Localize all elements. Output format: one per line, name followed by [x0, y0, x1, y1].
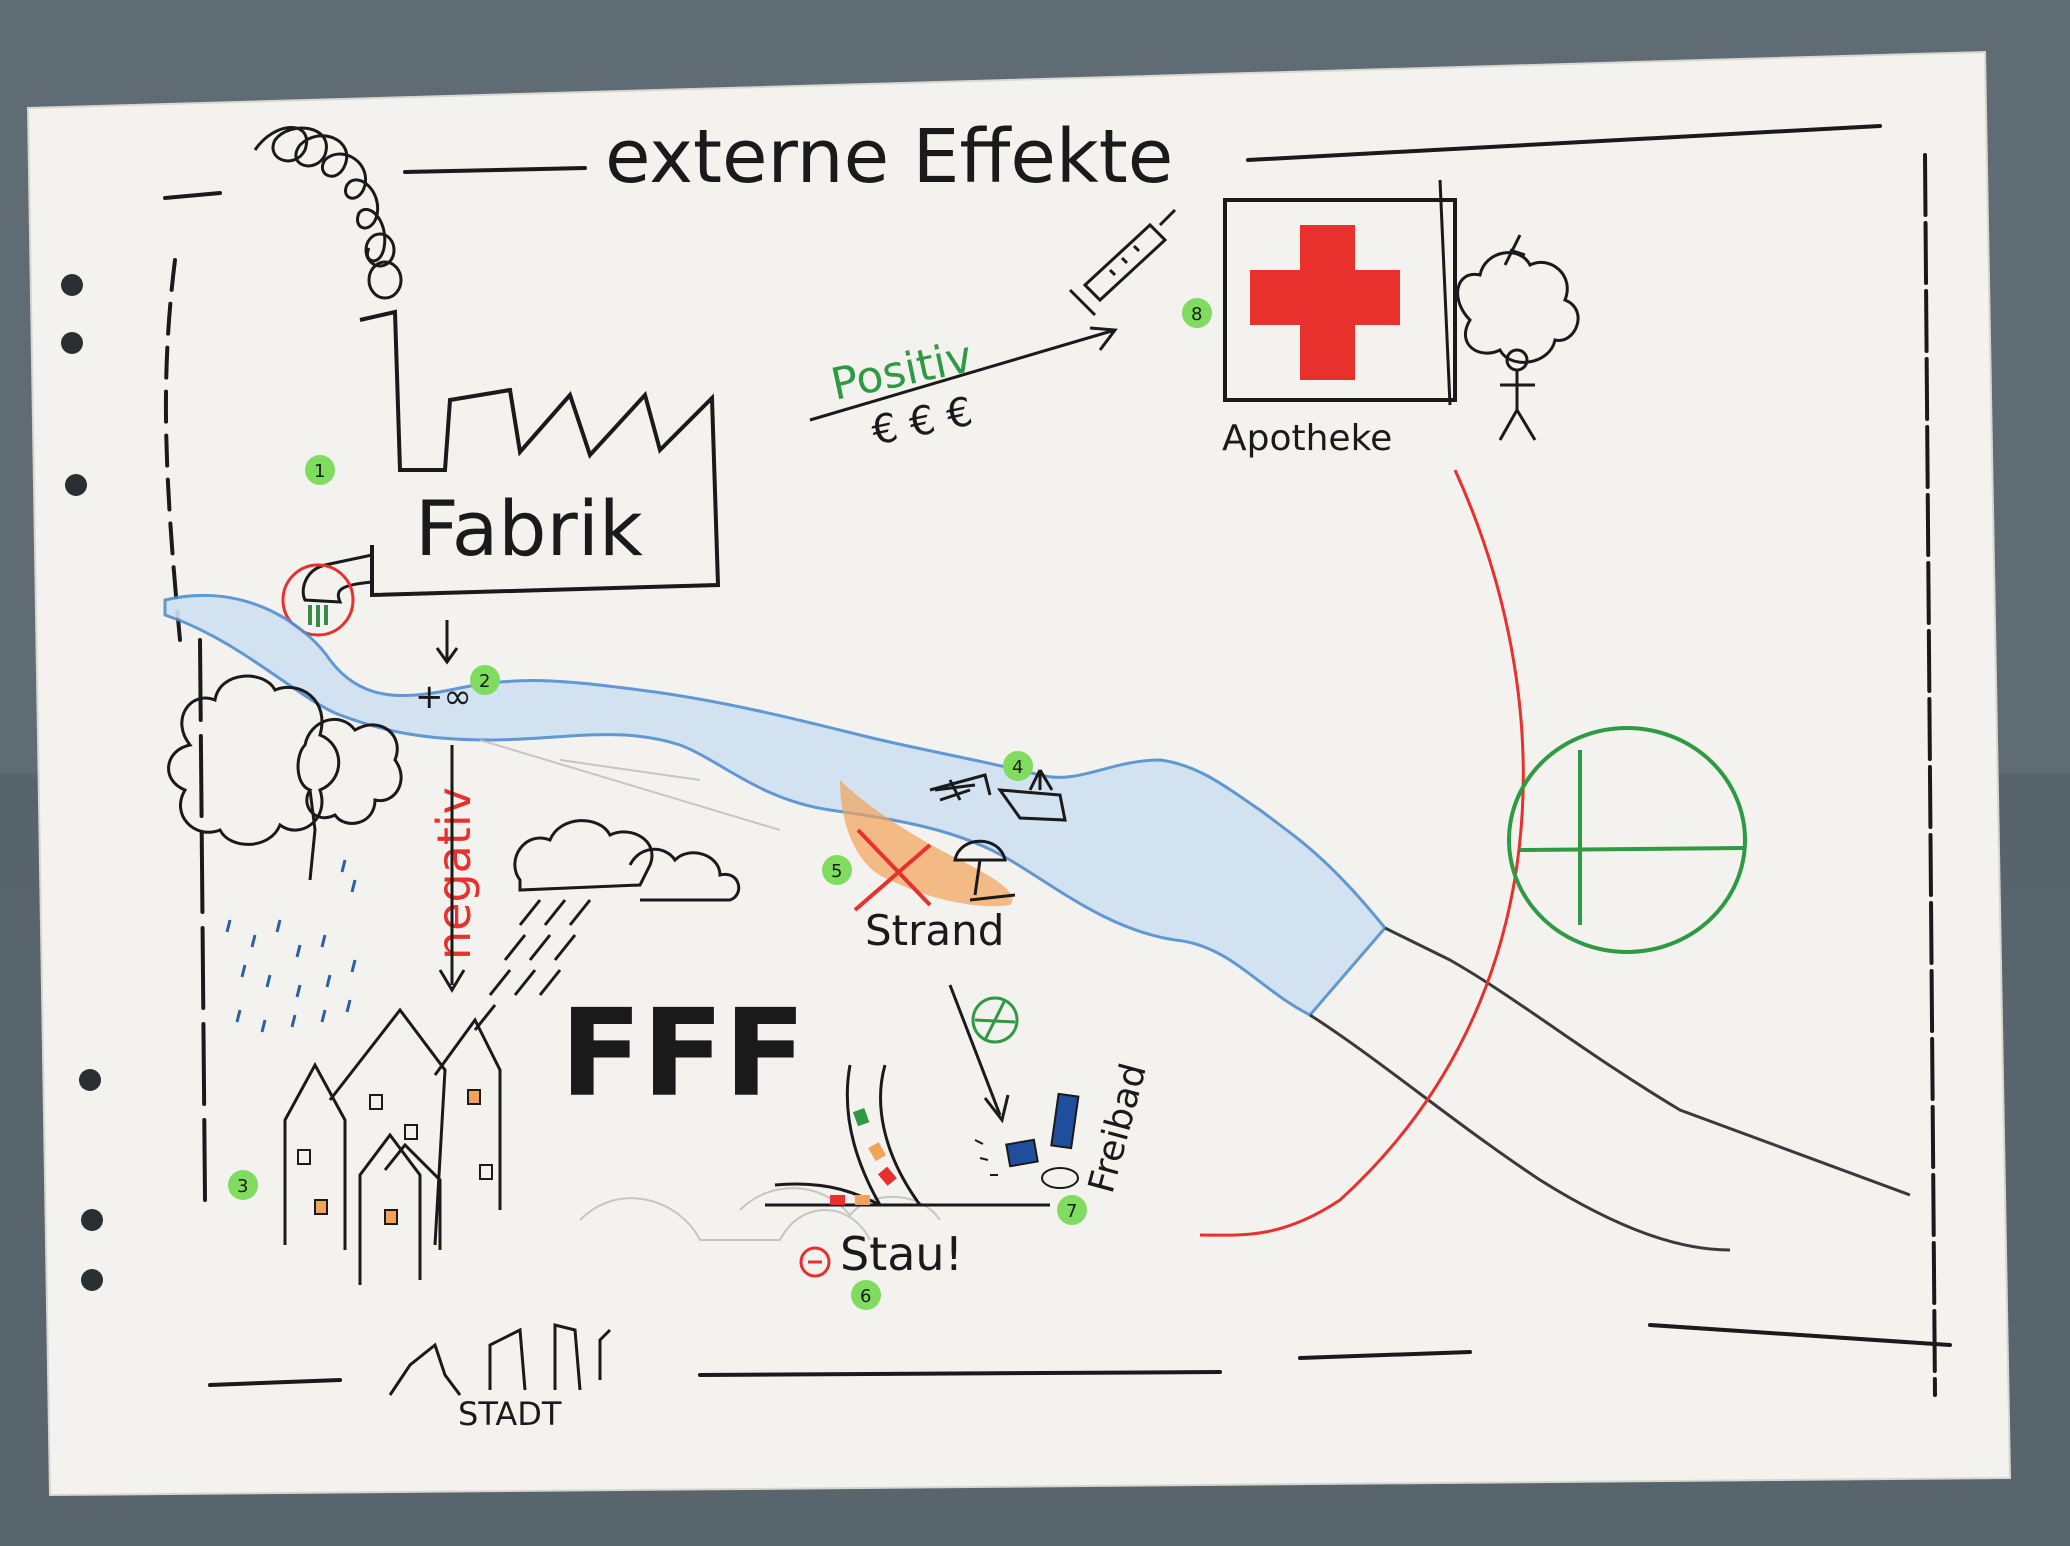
person-icon [1456, 234, 1580, 441]
rain-drops [225, 859, 357, 1033]
rain-lines [473, 899, 592, 1031]
marker-6: 6 [851, 1280, 881, 1310]
title: externe Effekte [605, 114, 1173, 200]
punch-hole [61, 332, 83, 354]
beach-area [840, 780, 1013, 907]
frame-lines [163, 124, 1952, 1397]
umbrella-icon [953, 839, 1016, 902]
punch-hole [65, 474, 87, 496]
boat-icon [929, 769, 1067, 822]
pollution-circle-icon [281, 563, 355, 637]
jam-label: Stau! [840, 1227, 963, 1281]
smoke-scribble [253, 126, 403, 300]
number-markers: 1 2 3 4 5 6 7 8 [228, 298, 1212, 1310]
marker-2: 2 [470, 665, 500, 695]
houses-icon [283, 1007, 502, 1285]
minus-circle-icon [799, 1246, 831, 1278]
factory-label: Fabrik [415, 484, 643, 573]
pharmacy-line [1438, 179, 1452, 406]
svg-text:1: 1 [314, 461, 325, 482]
svg-text:6: 6 [860, 1286, 871, 1307]
infinity-label: +∞ [415, 677, 472, 717]
fff-letters: FFF [560, 985, 806, 1124]
beach-label: Strand [865, 906, 1004, 955]
marker-8: 8 [1182, 298, 1212, 328]
svg-text:2: 2 [479, 671, 490, 692]
marker-3: 3 [228, 1170, 258, 1200]
punch-holes [61, 274, 103, 1291]
river-outline-upper [1384, 926, 1911, 1197]
marker-5: 5 [822, 855, 852, 885]
pharmacy-label: Apotheke [1222, 418, 1392, 459]
river [163, 594, 1387, 1017]
marker-7: 7 [1057, 1195, 1087, 1225]
syringe-icon [1068, 208, 1177, 317]
drain-pipe [281, 553, 373, 637]
svg-text:8: 8 [1191, 304, 1202, 325]
house-windows-empty [297, 1094, 493, 1180]
river-outline-lower [1309, 1013, 1731, 1252]
road-icon [765, 1064, 1050, 1207]
tree-icon [167, 674, 403, 881]
negative-label: negativ [427, 787, 481, 960]
svg-text:7: 7 [1066, 1201, 1077, 1222]
svg-text:4: 4 [1012, 757, 1023, 778]
negative-arrow-icon [438, 745, 466, 993]
cross-out-icon [853, 828, 932, 912]
factory-building [359, 309, 721, 598]
house-windows [314, 1089, 481, 1225]
punch-hole [81, 1209, 103, 1231]
pool-arrow-icon [948, 984, 1010, 1124]
city-skyline-icon [388, 1323, 612, 1396]
down-arrow-icon [435, 620, 459, 665]
svg-text:3: 3 [237, 1176, 248, 1197]
cloud-icon [513, 819, 741, 902]
marker-4: 4 [1003, 751, 1033, 781]
positive-arrow-icon [809, 326, 1118, 422]
city-label: STADT [458, 1395, 562, 1433]
red-arc [1199, 469, 1525, 1237]
pool-icon [974, 1092, 1080, 1189]
plus-circle-icon [1507, 726, 1747, 954]
red-cross-icon [1250, 225, 1400, 380]
show-through-sketch [479, 739, 941, 1241]
punch-hole [81, 1269, 103, 1291]
svg-text:5: 5 [831, 861, 842, 882]
pharmacy-box [1223, 198, 1457, 402]
small-plus-circle-icon [971, 996, 1019, 1044]
punch-hole [61, 274, 83, 296]
marker-1: 1 [305, 455, 335, 485]
punch-hole [79, 1069, 101, 1091]
traffic-cars [830, 1108, 897, 1205]
